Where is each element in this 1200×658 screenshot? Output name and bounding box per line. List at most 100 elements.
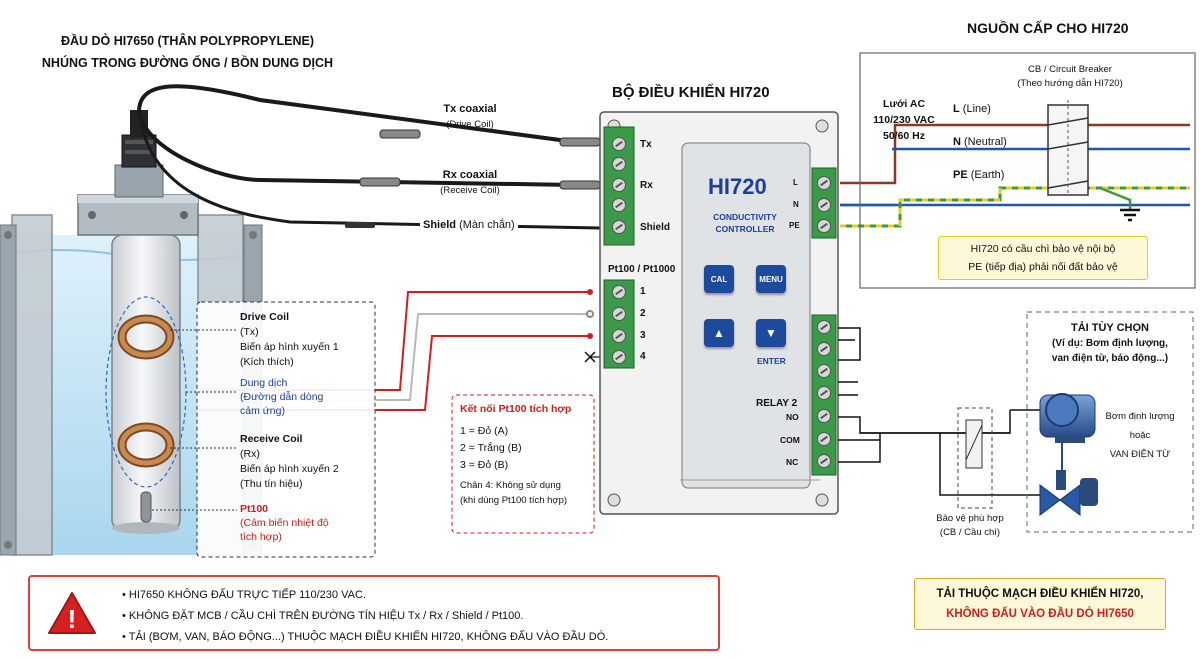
terminal-pt4-screw	[612, 350, 626, 364]
terminal-tx-screw	[612, 137, 626, 151]
warning-box: ! • HI7650 KHÔNG ĐẤU TRỰC TIẾP 110/230 V…	[28, 575, 720, 651]
pt100-box-frame	[451, 394, 595, 534]
terminal-nc-screw	[817, 454, 831, 468]
cb-label2: (Theo hướng dẫn HI720)	[1017, 78, 1123, 89]
terminal-label-l: L	[793, 178, 798, 187]
circuit-breaker	[1047, 100, 1089, 196]
cable-connectors	[345, 129, 601, 228]
terminal-no-screw	[817, 409, 831, 423]
rx-cable-label: Rx coaxial (Receive Coil)	[405, 168, 535, 198]
relay-label: RELAY 2	[756, 398, 798, 409]
controller-subtitle: CONDUCTIVITY CONTROLLER	[700, 211, 790, 235]
load-note2: KHÔNG ĐẤU VÀO ĐẦU DÒ HI7650	[946, 608, 1134, 620]
power-note1: HI720 có cầu chì bảo vệ nội bộ	[970, 243, 1116, 255]
warning-list: • HI7650 KHÔNG ĐẤU TRỰC TIẾP 110/230 VAC…	[122, 585, 608, 648]
probe-title-line1: ĐẦU DÒ HI7650 (THÂN POLYPROPYLENE)	[60, 34, 315, 48]
drive-coil-title: Drive Coil	[240, 311, 290, 323]
down-button[interactable]: ▼	[756, 319, 786, 347]
terminal-screw	[612, 157, 626, 171]
pt100-box-line: 2 = Trắng (B)	[460, 442, 522, 454]
terminal-screw	[817, 342, 831, 356]
probe-body	[77, 110, 199, 534]
terminal-label-pt3: 3	[640, 330, 646, 341]
terminal-pt1-screw	[612, 285, 626, 299]
warning-icon: !	[48, 592, 96, 634]
drive-coil-callout: Drive Coil (Tx) Biến áp hình xuyến 1 (Kí…	[240, 310, 339, 370]
pt100-box-note1: Chân 4: Không sử dụng	[460, 480, 561, 491]
load-note1: TẢI THUỘC MẠCH ĐIỀU KHIỂN HI720,	[936, 588, 1144, 600]
solution-callout: Dung dịch (Đường dẫn dòng cảm ứng)	[240, 376, 323, 418]
relay-wires	[838, 327, 1050, 496]
pt100-title: Pt100	[240, 503, 269, 515]
receive-coil-rx: (Rx)	[240, 448, 260, 460]
load-desc2: van điện từ, báo động...)	[1051, 353, 1169, 364]
solution-title: Dung dịch	[240, 377, 288, 389]
terminal-rx-screw	[612, 178, 626, 192]
pt100-box-line: 3 = Đỏ (B)	[460, 459, 509, 471]
power-frame	[859, 52, 1196, 289]
line-n: N	[953, 136, 961, 148]
load-title-block: TẢI TÙY CHỌN (Ví dụ: Bơm định lượng, van…	[1045, 321, 1175, 366]
controller-title: BỘ ĐIỀU KHIỂN HI720	[612, 84, 770, 101]
drive-coil-desc: Biến áp hình xuyến 1	[240, 341, 339, 353]
cb-label1: CB / Circuit Breaker	[1028, 64, 1112, 75]
terminal-label-n: N	[793, 200, 799, 209]
shield-cable-title: Shield	[423, 219, 457, 231]
warning-icon-glyph: !	[68, 604, 77, 634]
terminal-l-screw	[817, 176, 831, 190]
tx-cable-title: Tx coaxial	[443, 103, 497, 115]
cb-label: CB / Circuit Breaker (Theo hướng dẫn HI7…	[995, 63, 1145, 91]
probe-callout-frame	[196, 301, 376, 558]
load-note: TẢI THUỘC MẠCH ĐIỀU KHIỂN HI720, KHÔNG Đ…	[914, 578, 1166, 630]
terminal-screw	[612, 198, 626, 212]
power-title: NGUỒN CẤP CHO HI720	[967, 20, 1129, 36]
up-button[interactable]: ▲	[704, 319, 734, 347]
mains-label: Lưới AC 110/230 VAC 50/60 Hz	[864, 96, 944, 144]
menu-button[interactable]: MENU	[756, 265, 786, 293]
solution-desc1: (Đường dẫn dòng	[240, 391, 324, 403]
terminal-shield-screw	[612, 220, 626, 234]
pt100-callout: Pt100 (Cảm biến nhiệt độ tích hợp)	[240, 502, 329, 544]
mains1: Lưới AC	[882, 98, 926, 110]
controller-subtitle-line1: CONDUCTIVITY	[713, 212, 777, 222]
terminal-pt2-screw	[612, 307, 626, 321]
cal-button[interactable]: CAL	[704, 265, 734, 293]
probe-title-line2: NHÚNG TRONG ĐƯỜNG ỐNG / BỒN DUNG DỊCH	[41, 56, 334, 70]
load-frame	[1026, 311, 1194, 533]
terminal-label-rx: Rx	[640, 180, 653, 191]
terminal-pt3-screw	[612, 329, 626, 343]
terminal-label-pt1: 1	[640, 286, 646, 297]
terminal-label-shield: Shield	[640, 222, 671, 233]
terminal-screw	[817, 320, 831, 334]
rx-cable-sub: (Receive Coil)	[440, 185, 500, 196]
receive-coil-note: (Thu tín hiệu)	[240, 478, 303, 490]
line-pe: PE	[953, 169, 968, 181]
terminal-n-screw	[817, 198, 831, 212]
line-l: L	[953, 103, 960, 115]
power-note: HI720 có cầu chì bảo vệ nội bộ PE (tiếp …	[938, 236, 1148, 280]
solenoid-valve	[1039, 443, 1098, 516]
shield-cable-label: Shield (Màn chắn)	[420, 219, 518, 231]
pt100-box-title: Kết nối Pt100 tích hợp	[460, 403, 572, 415]
callout-leaders	[152, 329, 237, 511]
pt100-desc1: (Cảm biến nhiệt độ	[240, 517, 329, 529]
pt100-info-box: Kết nối Pt100 tích hợp 1 = Đỏ (A) 2 = Tr…	[460, 401, 571, 508]
load-items: Bơm định lượng hoặc VAN ĐIỆN TỪ	[1095, 407, 1185, 464]
power-wires	[840, 123, 1190, 228]
pump-motor	[1039, 393, 1096, 443]
relay-terminal-com: COM	[780, 435, 800, 445]
power-note2: PE (tiếp địa) phải nối đất bảo vệ	[968, 261, 1118, 273]
relay-terminal-nc: NC	[786, 457, 799, 467]
pt100-box-line: 1 = Đỏ (A)	[460, 425, 509, 437]
receive-coil-desc: Biến áp hình xuyến 2	[240, 463, 339, 475]
pt-header: Pt100 / Pt1000	[608, 264, 676, 275]
mains3: 50/60 Hz	[882, 130, 926, 142]
relay-terminal-no: NO	[786, 412, 799, 422]
warning-item: • KHÔNG ĐẶT MCB / CẦU CHÌ TRÊN ĐƯỜNG TÍN…	[122, 610, 524, 622]
line-n-sub: (Neutral)	[964, 136, 1007, 148]
enter-label: ENTER	[757, 356, 786, 366]
probe-cables	[137, 84, 602, 230]
load-or: hoặc	[1129, 430, 1151, 441]
pt100-box-note2: (khi dùng Pt100 tích hợp)	[460, 495, 568, 506]
